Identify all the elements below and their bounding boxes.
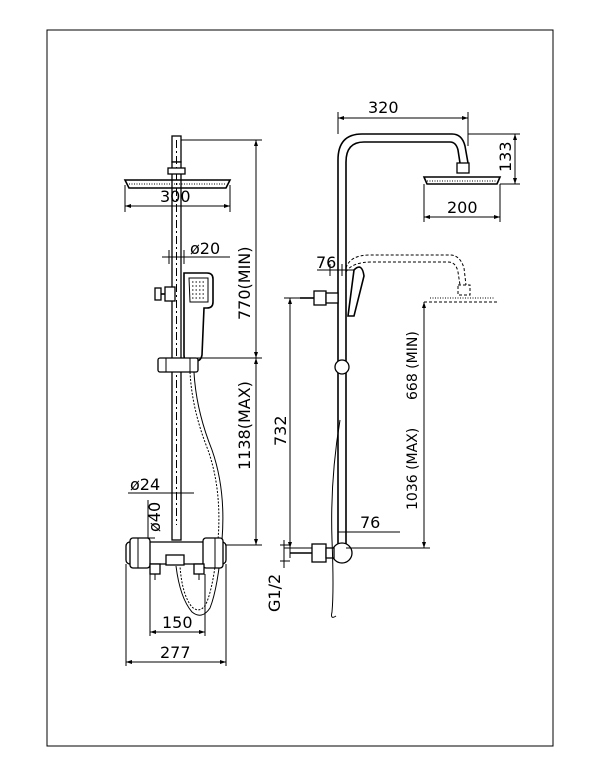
dim-label-133: 133 [496,141,515,172]
hose [175,371,224,616]
lowered-position-dashed [345,254,498,303]
shower-head-front [123,167,232,189]
dim-200: 200 [423,184,501,222]
dim-133: 133 [468,133,520,185]
dim-d24: ø24 [128,475,194,500]
side-riser-arm [337,133,469,548]
thermostatic-mixer [125,537,227,580]
dim-label-d20: ø20 [190,239,220,258]
dim-label-1138max: 1138(MAX) [235,381,254,470]
dim-76-bottom: 76 [337,513,400,540]
dim-label-76-bottom: 76 [360,513,380,532]
dim-label-150: 150 [162,613,193,632]
side-hand-shower [300,266,365,375]
dim-label-300: 300 [160,187,191,206]
hand-shower [154,272,214,362]
dim-label-1036max: 1036 (MAX) [405,428,421,510]
side-hose [331,419,341,618]
dim-300: 300 [124,185,231,212]
dim-732: 732 [271,297,318,549]
dim-76-top: 76 [316,253,354,276]
dim-label-320: 320 [368,98,399,117]
dim-668-1036: 668 (MIN) 1036 (MAX) [346,302,430,549]
dim-320: 320 [337,98,469,146]
slide-holder [157,357,199,373]
dim-label-668min: 668 (MIN) [405,331,421,400]
dim-label-200: 200 [447,198,478,217]
dim-label-d40: ø40 [145,502,164,532]
side-view: 320 133 200 [265,98,520,618]
dim-g12: G1/2 [265,540,290,612]
dim-label-732: 732 [271,415,290,446]
dim-label-277: 277 [160,643,191,662]
dim-770-1138: 770(MIN) 1138(MAX) [181,139,262,546]
dim-label-76-top: 76 [316,253,336,272]
dim-d20: ø20 [162,239,230,264]
dim-label-d24: ø24 [130,475,160,494]
side-shower-head [422,162,502,185]
dim-label-770min: 770(MIN) [235,246,254,320]
dim-label-g12: G1/2 [265,574,284,612]
side-mixer [289,542,353,564]
drawing-frame [46,29,554,747]
front-view: 300 ø20 [123,135,262,666]
dim-277: 277 [125,564,227,666]
dim-150: 150 [149,574,206,636]
